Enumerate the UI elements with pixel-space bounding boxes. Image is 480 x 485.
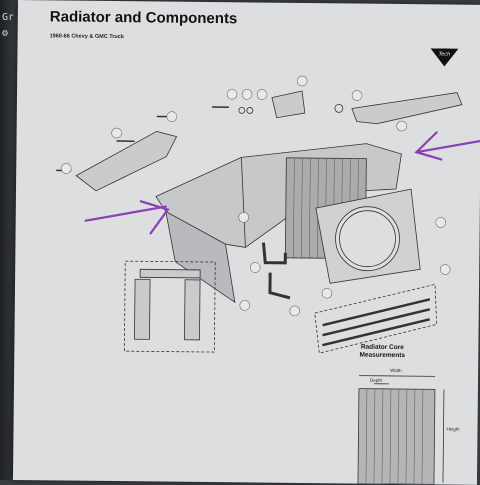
annotation-arrow-right (416, 139, 480, 153)
annotation-arrow-left (86, 206, 166, 222)
lower-hose (270, 273, 290, 298)
exploded-diagram (13, 60, 480, 485)
core-measurements-title: Radiator Core Measurements (342, 343, 422, 360)
fan-opening (335, 206, 400, 271)
svg-text:Tech: Tech (439, 51, 450, 57)
page-subtitle: 1960-66 Chevy & GMC Truck (50, 33, 124, 40)
gear-icon: ⚙ (2, 28, 8, 39)
width-label: Width (390, 368, 402, 373)
support-bracket-right (352, 92, 462, 125)
core-measurement-drawing (358, 376, 444, 485)
upper-hose (263, 243, 285, 263)
bezel-glyph-top: Gr (2, 12, 14, 23)
core-title-line2: Measurements (359, 352, 405, 359)
core-title-line1: Radiator Core (361, 344, 404, 351)
page-title: Radiator and Components (50, 8, 238, 27)
height-label: Height (447, 427, 460, 432)
parts-sheet: Radiator and Components 1960-66 Chevy & … (13, 0, 480, 485)
depth-label: Depth (370, 378, 382, 383)
fender-brace-left (76, 131, 177, 192)
